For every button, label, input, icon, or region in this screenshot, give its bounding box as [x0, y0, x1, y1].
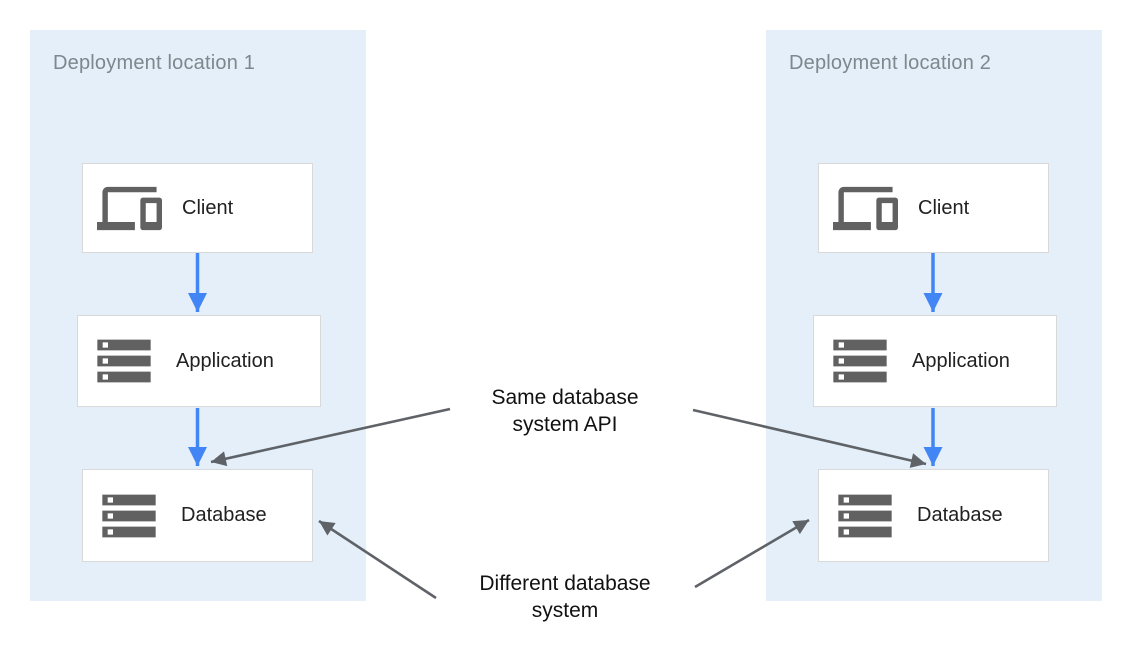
node-label: Application — [912, 349, 1010, 372]
same-database-api-annotation: Same database system API — [491, 386, 639, 436]
node-label: Application — [176, 349, 274, 372]
application-node: Application — [77, 315, 321, 407]
panel-title: Deployment location 1 — [53, 52, 256, 74]
database-node: Database — [818, 469, 1049, 562]
storage-icon — [838, 494, 892, 537]
storage-icon — [833, 339, 887, 383]
database-node: Database — [82, 469, 313, 562]
devices-icon — [97, 186, 162, 230]
storage-icon — [97, 339, 151, 383]
deployment-location-2-panel: Deployment location 2 Client Application… — [766, 30, 1102, 601]
client-node: Client — [818, 163, 1049, 253]
storage-icon — [102, 494, 156, 537]
node-label: Client — [918, 196, 970, 219]
panel-title: Deployment location 2 — [789, 52, 992, 74]
different-database-annotation: Different database system — [479, 572, 651, 622]
node-label: Client — [182, 196, 234, 219]
devices-icon — [833, 186, 898, 230]
node-label: Database — [917, 504, 1003, 526]
client-node: Client — [82, 163, 313, 253]
node-label: Database — [181, 504, 267, 526]
application-node: Application — [813, 315, 1057, 407]
deployment-location-1-panel: Deployment location 1 Client Application… — [30, 30, 366, 601]
